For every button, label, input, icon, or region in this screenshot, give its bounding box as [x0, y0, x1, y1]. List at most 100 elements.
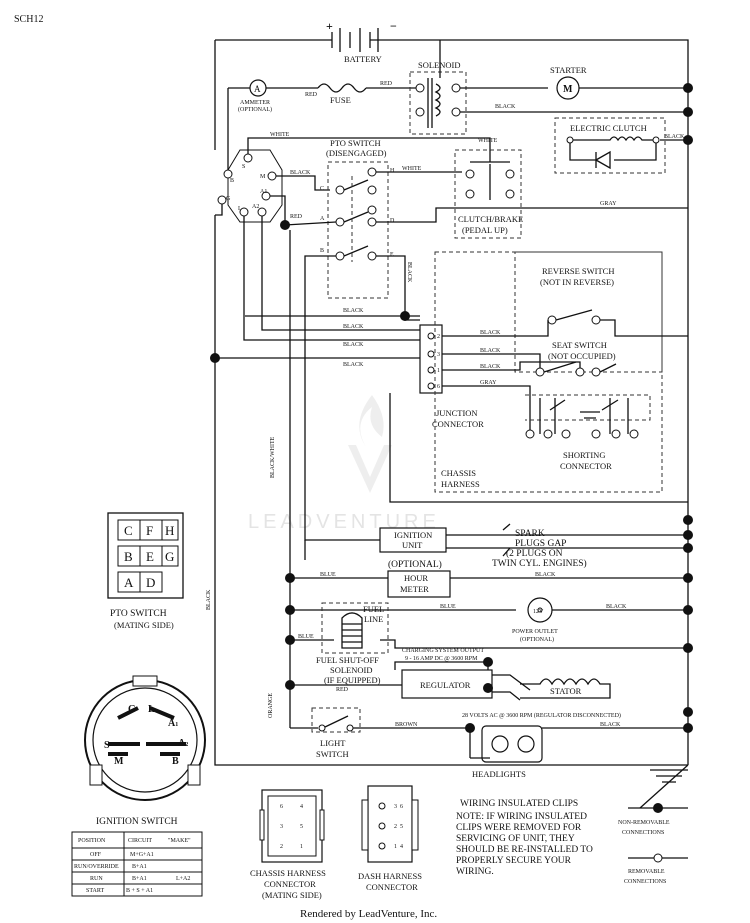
wire-black-outlet: BLACK — [606, 604, 627, 610]
pto-terminal-b: B — [320, 248, 324, 254]
ign-terminal-b: B — [230, 178, 234, 184]
wire-black-rev: BLACK — [480, 330, 501, 336]
wire-gray-seat: GRAY — [480, 380, 497, 386]
watermark-logo — [348, 395, 392, 493]
dash-connector-label-1: DASH HARNESS — [358, 871, 422, 881]
ignition-switch-face: G L A1 S A2 M B IGNITION SWITCH — [84, 675, 206, 827]
pto-switch-label: PTO SWITCH — [330, 138, 381, 148]
pto-switch-state: (DISENGAGED) — [326, 148, 387, 158]
charging-label-1: CHARGING SYSTEM OUTPUT — [402, 648, 484, 654]
chassis-pin-5: 5 — [300, 824, 303, 830]
seat-switch-label: SEAT SWITCH — [552, 340, 607, 350]
ign-table-row1-pos: OFF — [90, 852, 102, 858]
electric-clutch-label: ELECTRIC CLUTCH — [570, 123, 647, 133]
starter-label: STARTER — [550, 65, 587, 75]
hour-meter-label-2: METER — [400, 584, 429, 594]
ign-face-s: S — [104, 740, 110, 751]
note-line-2: CLIPS WERE REMOVED FOR — [456, 823, 582, 833]
wire-red-a: RED — [290, 214, 303, 220]
pto-mating-b: B — [124, 549, 133, 564]
ignition-unit-label-1: IGNITION — [394, 530, 432, 540]
pto-mating-subtitle: (MATING SIDE) — [114, 620, 174, 630]
wire-red-fuse: RED — [380, 81, 393, 87]
clutch-brake-switch: CLUTCH/BRAKE (PEDAL UP) — [454, 149, 523, 239]
pto-terminal-a: A — [320, 216, 325, 222]
wire-black-hour: BLACK — [535, 572, 556, 578]
junction-label-1: JUNCTION — [436, 408, 478, 418]
junction-connector: 2 3 1 6 JUNCTION CONNECTOR BLACK BLACK B… — [215, 308, 688, 503]
chassis-harness-connector: 6 4 3 5 2 1 CHASSIS HARNESS CONNECTOR (M… — [250, 789, 326, 900]
dash-harness-connector: 3 6 2 5 1 4 DASH HARNESS CONNECTOR — [358, 785, 422, 892]
connection-dots — [210, 83, 693, 733]
ign-table-header-make: "MAKE" — [168, 838, 191, 844]
wire-black-seat2: BLACK — [480, 364, 501, 370]
legend-non-removable-1: NON-REMOVABLE — [618, 820, 670, 826]
pto-switch: PTO SWITCH (DISENGAGED) H C A D B E WHIT… — [284, 138, 688, 541]
ign-face-l: L — [148, 704, 155, 715]
ign-terminal-s: S — [242, 164, 245, 170]
ammeter-label: AMMETER — [240, 100, 270, 106]
wire-white-pto: WHITE — [478, 138, 498, 144]
dash-pin-2: 2 — [394, 824, 397, 830]
clutch-brake-state: (PEDAL UP) — [462, 225, 508, 235]
fuse: FUSE RED — [317, 81, 420, 105]
dash-pin-4: 4 — [400, 844, 403, 850]
ign-face-a2: A2 — [178, 738, 188, 749]
battery-plus: + — [326, 19, 333, 33]
junction-pin-6: 6 — [437, 384, 440, 390]
battery-minus: − — [390, 19, 397, 33]
fuel-line-label-2: LINE — [364, 614, 383, 624]
spark-label-4: TWIN CYL. ENGINES) — [492, 558, 587, 569]
ign-terminal-l: L — [238, 206, 242, 212]
shorting-connector-label-1: SHORTING — [563, 450, 605, 460]
power-outlet-optional: (OPTIONAL) — [520, 636, 554, 643]
ignition-unit-label-2: UNIT — [402, 540, 423, 550]
pto-mating-h: H — [165, 523, 174, 538]
dash-pin-6: 6 — [400, 804, 403, 810]
battery-label: BATTERY — [344, 54, 382, 64]
wire-white-h: WHITE — [402, 166, 422, 172]
reverse-switch-label: REVERSE SWITCH — [542, 266, 615, 276]
pto-mating-g: G — [165, 549, 174, 564]
ign-table-row3-circ: B+A1 — [132, 876, 147, 882]
ign-terminal-a2: A2 — [252, 204, 259, 210]
wire-white-ign: WHITE — [270, 132, 290, 138]
note-line-3: SERVICING OF UNIT, THEY — [456, 834, 575, 844]
wire-black-m: BLACK — [290, 170, 311, 176]
ammeter-optional: (OPTIONAL) — [238, 106, 272, 113]
light-switch-label-2: SWITCH — [316, 749, 349, 759]
ign-face-g: G — [128, 704, 136, 715]
fuel-solenoid-label-3: (IF EQUIPPED) — [324, 675, 381, 685]
pto-mating-diagram: C F H B E G A D PTO SWITCH (MATING SIDE) — [107, 512, 184, 630]
spark-label-2: PLUGS GAP — [515, 539, 566, 549]
shorting-connector-label-2: CONNECTOR — [560, 461, 612, 471]
wire-orange: ORANGE — [268, 693, 274, 718]
light-switch-label-1: LIGHT — [320, 738, 346, 748]
pto-mating-d: D — [146, 575, 155, 590]
fuel-shutoff-solenoid: FUEL LINE BLUE FUEL SHUT-OFF SOLENOID (I… — [290, 602, 688, 685]
dash-pin-3: 3 — [394, 804, 397, 810]
ign-terminal-a1: A1 — [260, 189, 267, 195]
ign-table-header-position: POSITION — [78, 838, 106, 844]
ignition-switch-table: POSITION CIRCUIT "MAKE" OFF M+G+A1 RUN/O… — [71, 831, 203, 897]
legend: NON-REMOVABLE CONNECTIONS REMOVABLE CONN… — [618, 803, 688, 885]
note-line-5: PROPERLY SECURE YOUR — [456, 856, 572, 866]
wire-blue-fuel: BLUE — [298, 634, 314, 640]
fuel-line-label-1: FUEL — [363, 604, 384, 614]
chassis-harness: CHASSIS HARNESS REVERSE SWITCH (NOT IN R… — [434, 251, 688, 493]
pto-terminal-c: C — [320, 186, 324, 192]
chassis-pin-3: 3 — [280, 824, 283, 830]
fuse-label: FUSE — [330, 95, 351, 105]
pto-mating-c: C — [124, 523, 133, 538]
chassis-pin-4: 4 — [300, 804, 303, 810]
wire-black-clutch: BLACK — [664, 134, 685, 140]
ign-table-row1-circ: M+G+A1 — [130, 852, 154, 858]
chassis-pin-1: 1 — [300, 844, 303, 850]
wire-black-white: BLACK/WHITE — [270, 436, 276, 478]
seat-switch-state: (NOT OCCUPIED) — [548, 351, 616, 361]
wiring-clips-note: WIRING INSULATED CLIPS NOTE: IF WIRING I… — [456, 799, 593, 877]
wire-black-1: BLACK — [343, 308, 364, 314]
spark-label-3: (2 PLUGS ON — [506, 548, 563, 559]
wire-brown: BROWN — [395, 722, 418, 728]
